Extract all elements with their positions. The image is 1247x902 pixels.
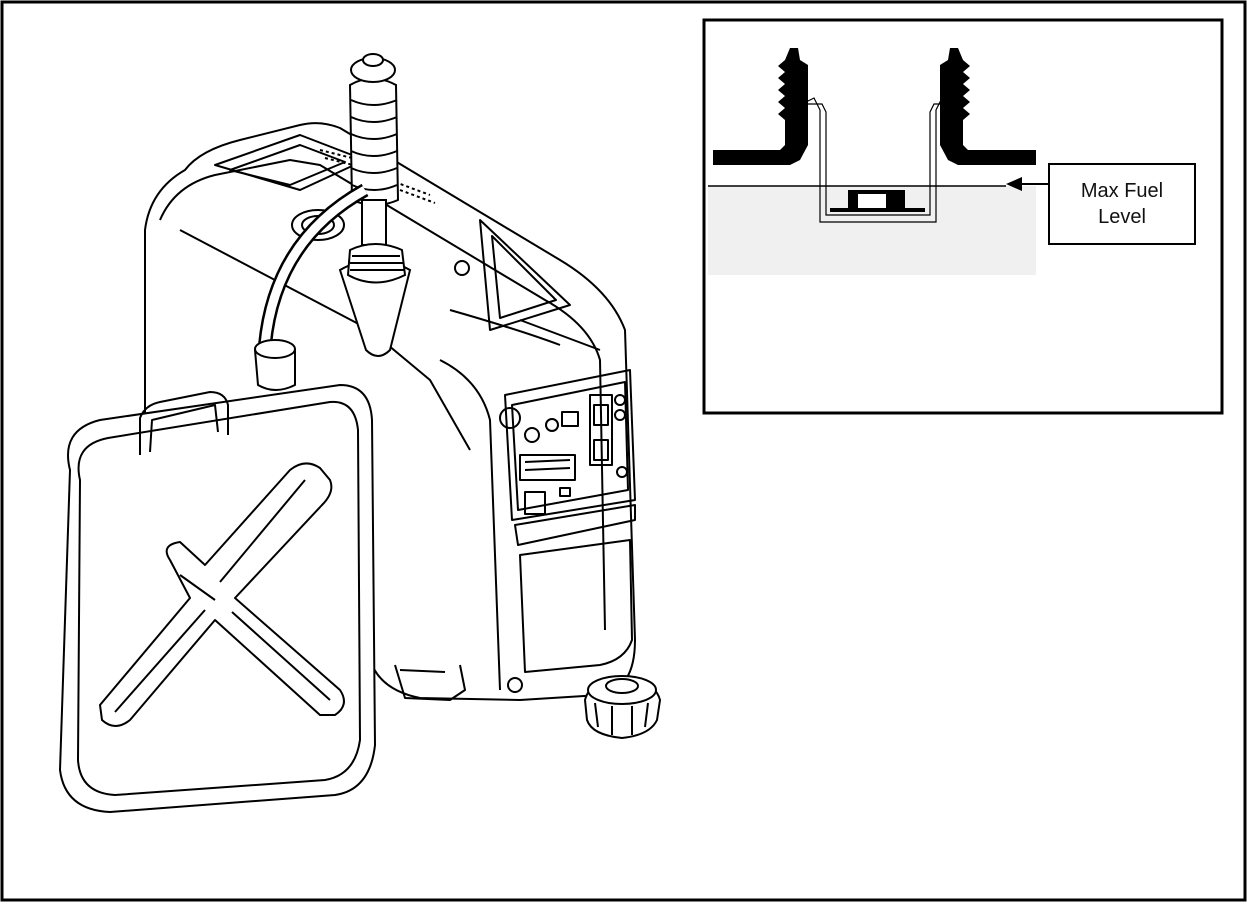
fuel-strainer <box>799 97 957 223</box>
funnel-spout <box>338 53 412 357</box>
callout-arrowhead-icon <box>1006 177 1022 191</box>
fuel-can-icon <box>59 339 376 813</box>
label-line-2: Level <box>1098 206 1146 228</box>
max-fuel-level-label: Max Fuel Level <box>1048 163 1196 245</box>
fuel-cap-icon <box>583 675 662 740</box>
filler-neck-section <box>713 48 1036 212</box>
label-line-1: Max Fuel <box>1080 180 1164 202</box>
